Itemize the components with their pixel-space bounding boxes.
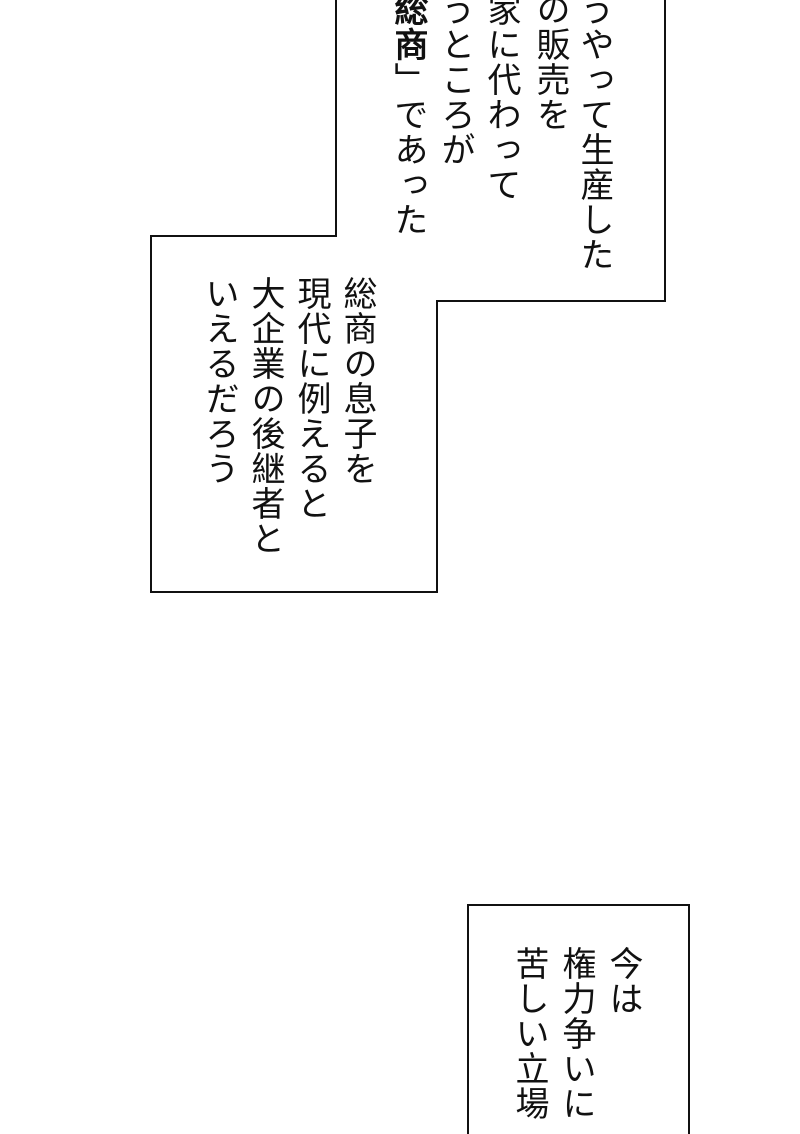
caption-middle-line-2: 現代に例えると [291, 276, 331, 521]
caption-top-line-5-rest: 」であった [388, 62, 428, 237]
manga-page: { "caption_top": { "columns": [ {"text":… [150, 0, 690, 1134]
caption-middle-line-4: いえるだろう [199, 276, 239, 486]
caption-middle-line-1: 総商の息子を [337, 276, 377, 486]
caption-top-line-1: うやって生産した [574, 0, 614, 272]
caption-top-line-4: うところが [435, 0, 475, 167]
caption-bottom-line-1: 今は [603, 946, 643, 1016]
caption-box-outline [150, 0, 666, 593]
caption-bottom-line-3: 苦しい立場 [509, 946, 549, 1121]
caption-middle-line-3: 大企業の後継者と [245, 276, 285, 556]
caption-top-bold-term: 総商 [388, 0, 428, 62]
caption-top-line-2: の販売を [530, 0, 570, 132]
caption-box-bottom: 今は 権力争いに 苦しい立場 [467, 904, 690, 1134]
caption-bottom-line-2: 権力争いに [556, 946, 596, 1121]
caption-box-top-border [150, 0, 666, 593]
caption-top-line-5: 総商」であった [388, 0, 428, 237]
caption-top-line-3: 家に代わって [481, 0, 521, 202]
